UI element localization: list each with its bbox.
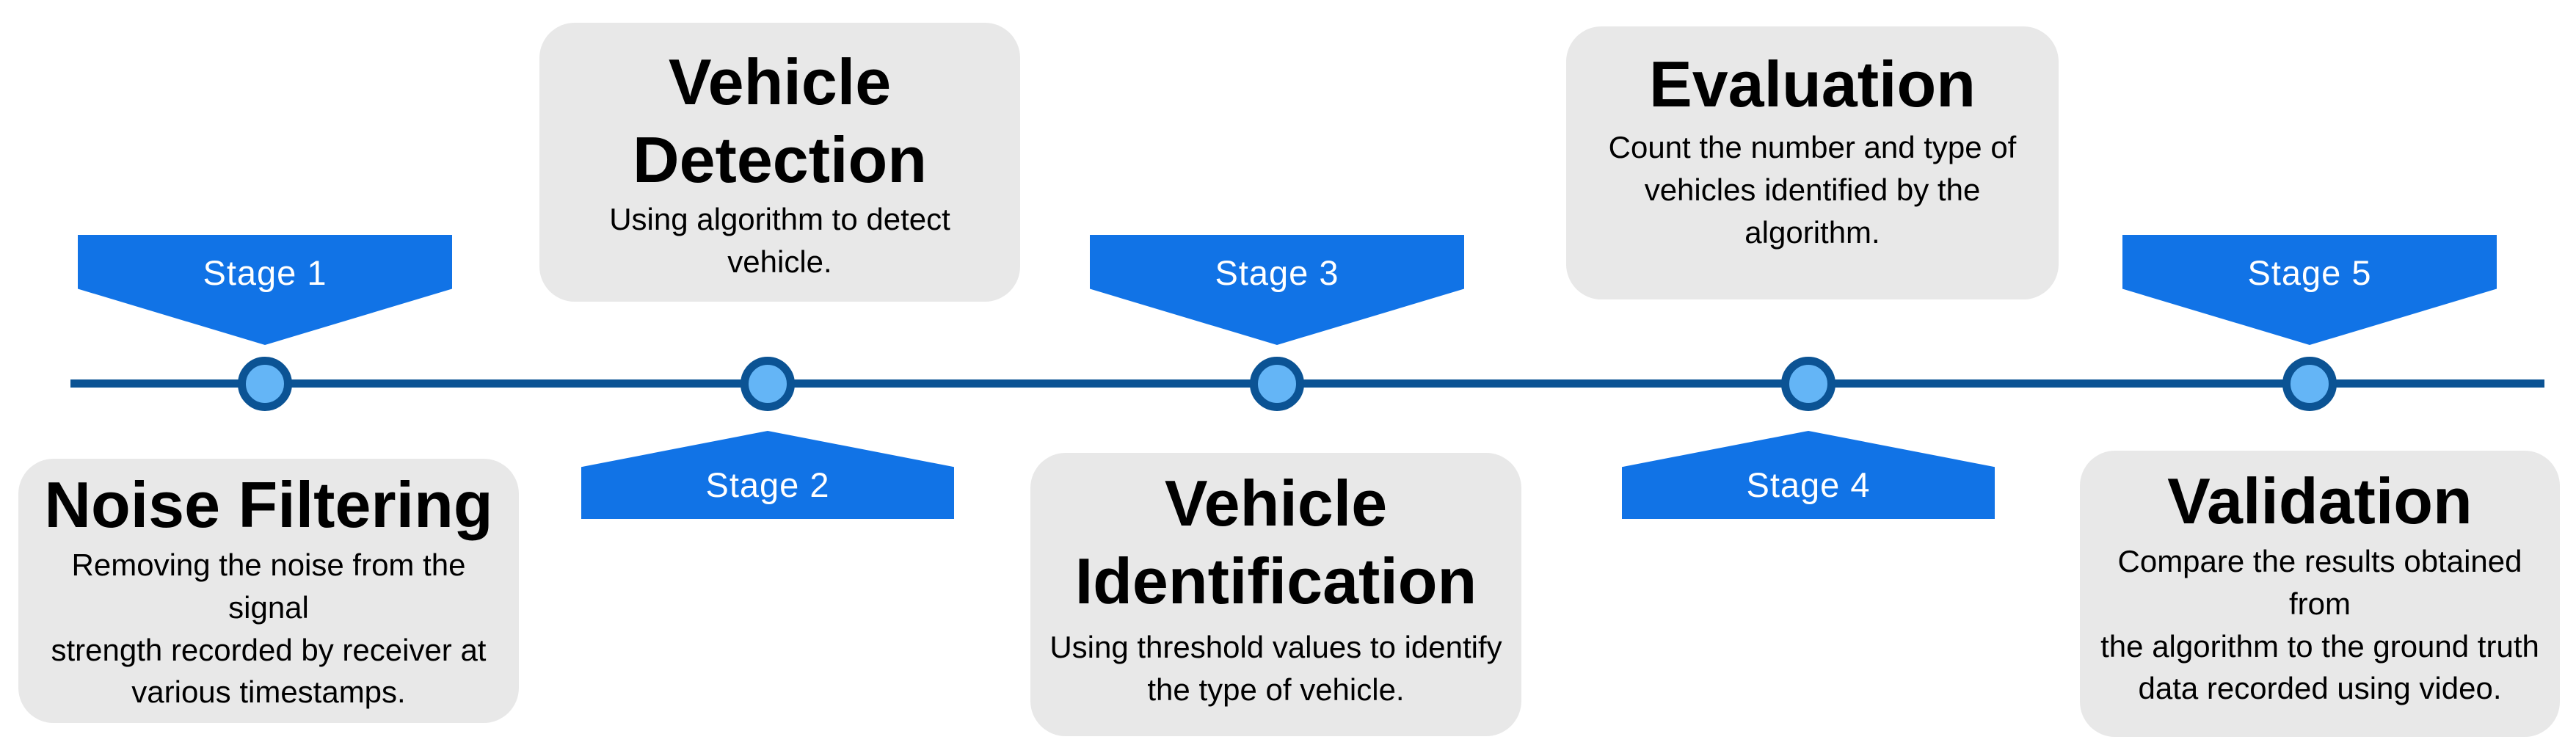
stage-5-banner-label: Stage 5 bbox=[2247, 252, 2372, 292]
stage-3-card: Vehicle Identification Using threshold v… bbox=[1030, 453, 1521, 736]
stage-1-card-title: Noise Filtering bbox=[44, 468, 493, 541]
timeline-line bbox=[70, 379, 2544, 388]
stage-4-card: Evaluation Count the number and type of … bbox=[1566, 26, 2059, 299]
stage-5-card-description: Compare the results obtained from the al… bbox=[2100, 543, 2539, 706]
stage-1-card: Noise Filtering Removing the noise from … bbox=[18, 459, 519, 723]
stage-4-node bbox=[1781, 357, 1835, 411]
stage-4-banner: Stage 4 bbox=[1622, 431, 1995, 519]
stage-2-card-description: Using algorithm to detect vehicle. bbox=[609, 202, 950, 280]
stage-2-banner: Stage 2 bbox=[581, 431, 954, 519]
stage-1-banner: Stage 1 bbox=[78, 235, 452, 345]
stage-5-card: Validation Compare the results obtained … bbox=[2080, 451, 2560, 737]
stage-2-banner-label: Stage 2 bbox=[705, 465, 830, 504]
stage-5-card-title: Validation bbox=[2167, 465, 2473, 537]
stage-2-card-title: Vehicle Detection bbox=[633, 46, 927, 196]
stage-5-node bbox=[2282, 357, 2337, 411]
stage-3-card-title: Vehicle Identification bbox=[1074, 467, 1477, 617]
stage-4-card-description: Count the number and type of vehicles id… bbox=[1608, 130, 2017, 250]
stage-3-banner-label: Stage 3 bbox=[1215, 252, 1339, 292]
stage-4-banner-label: Stage 4 bbox=[1746, 465, 1871, 504]
stage-3-banner: Stage 3 bbox=[1090, 235, 1464, 345]
stage-5-banner: Stage 5 bbox=[2122, 235, 2497, 345]
stage-1-node bbox=[238, 357, 292, 411]
stage-1-banner-label: Stage 1 bbox=[203, 252, 327, 292]
stage-2-node bbox=[741, 357, 795, 411]
stage-1-card-description: Removing the noise from the signal stren… bbox=[51, 547, 487, 710]
stage-2-card: Vehicle Detection Using algorithm to det… bbox=[539, 23, 1020, 302]
stage-3-card-description: Using threshold values to identify the t… bbox=[1049, 630, 1502, 708]
stage-4-card-title: Evaluation bbox=[1649, 48, 1976, 120]
stage-3-node bbox=[1250, 357, 1304, 411]
